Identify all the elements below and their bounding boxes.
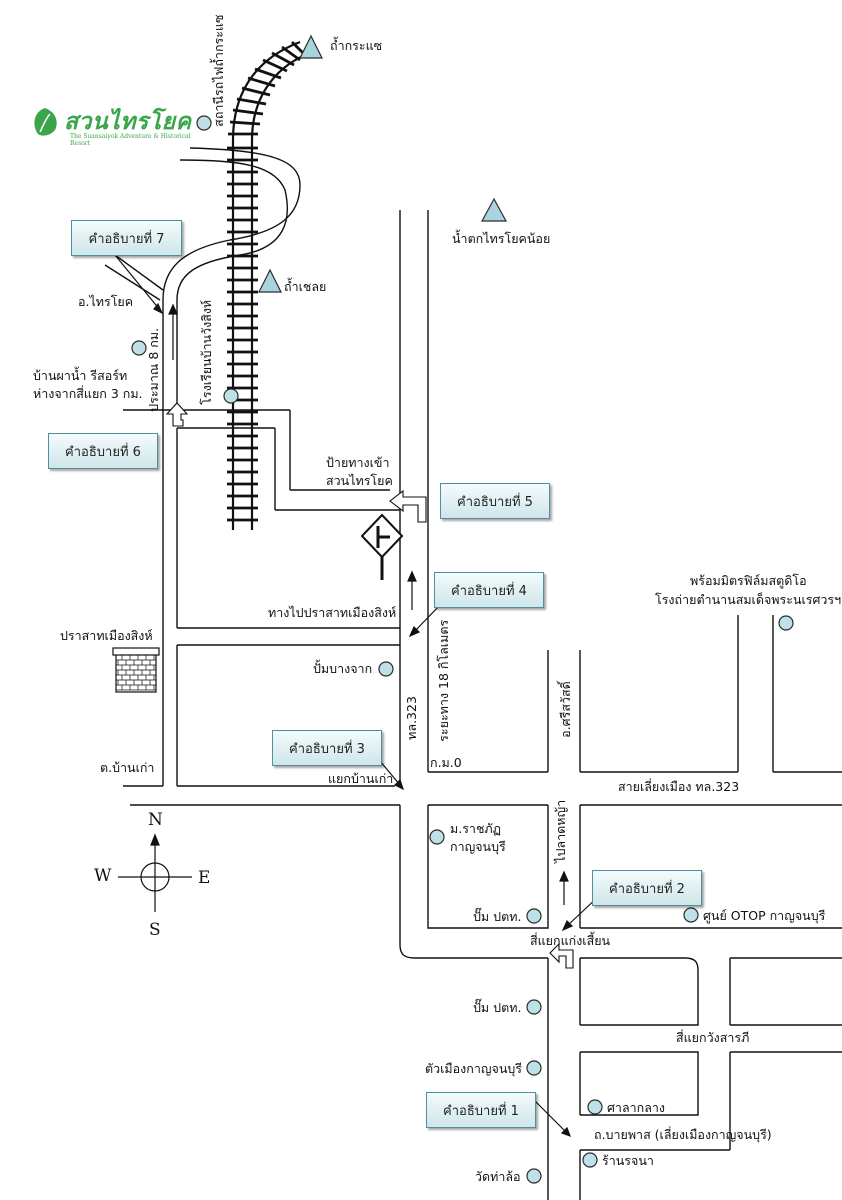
- label-si-sawat: อ.ศรีสวัสดิ์: [558, 681, 574, 738]
- callout-7[interactable]: คำอธิบายที่ 7: [71, 220, 182, 256]
- label-km0: ก.ม.0: [430, 755, 462, 770]
- rajabhat-marker: [429, 829, 445, 845]
- rail-tie: [241, 86, 271, 97]
- label-cave-chaloei: ถ้ำเชลย: [284, 279, 327, 294]
- school-marker: [223, 388, 239, 404]
- city-marker: [526, 1060, 542, 1076]
- label-cave-krasae: ถ้ำกระแซ: [330, 38, 383, 53]
- callout-1[interactable]: คำอธิบายที่ 1: [426, 1092, 536, 1128]
- rail-tie: [247, 76, 276, 88]
- pump-bangjak-marker: [378, 661, 394, 677]
- turn-arrow-6: [165, 402, 189, 427]
- label-resort-line2: ห่างจากสี่แยก 3 กม.: [33, 386, 143, 401]
- callout-6[interactable]: คำอธิบายที่ 6: [48, 433, 158, 469]
- label-station: สถานีรถไฟถ้ำกระแซ: [211, 14, 227, 127]
- label-tambon-ban-kao: ต.บ้านเก่า: [100, 760, 155, 775]
- label-studio-1: พร้อมมิตรฟิล์มสตูดิโอ: [690, 573, 807, 588]
- rail-tie: [254, 67, 282, 80]
- callout-4[interactable]: คำอธิบายที่ 4: [434, 572, 544, 608]
- rail-tie: [271, 51, 295, 67]
- logo-subtitle: The Suansaiyok Adventure & Historical Re…: [70, 133, 191, 147]
- otop-marker: [683, 907, 699, 923]
- label-approx-8km: ประมาณ 8 กม.: [146, 327, 162, 412]
- resort-logo: สวนไทรโยค The Suansaiyok Adventure & His…: [30, 104, 194, 147]
- rail-tie: [236, 97, 267, 106]
- label-city-hall: ศาลากลาง: [607, 1100, 665, 1115]
- cave-chaloei-triangle: [258, 268, 282, 293]
- label-city: ตัวเมืองกาญจนบุรี: [425, 1061, 523, 1076]
- label-studio-2: โรงถ่ายตำนานสมเด็จพระนเรศวรฯ: [655, 592, 842, 607]
- label-resort-line1: บ้านผาน้ำ รีสอร์ท: [33, 368, 128, 383]
- cave-krasae-triangle: [299, 34, 323, 59]
- label-entry-sign-1: ป้ายทางเข้า: [326, 455, 390, 470]
- compass-rose: [118, 833, 192, 912]
- label-ban-kao-junction: แยกบ้านเก่า: [328, 771, 394, 786]
- label-sai-yok-noi: น้ำตกไทรโยคน้อย: [452, 231, 551, 246]
- label-to-prasat: ทางไปปราสาทเมืองสิงห์: [268, 605, 397, 620]
- label-ran-rotchana: ร้านรจนา: [602, 1153, 654, 1168]
- compass-w: W: [94, 866, 112, 886]
- label-wang-sarapi: สี่แยกวังสารภี: [676, 1030, 750, 1045]
- cityhall-marker: [587, 1099, 603, 1115]
- ptt1-marker: [526, 908, 542, 924]
- callout-2[interactable]: คำอธิบายที่ 2: [592, 870, 702, 906]
- label-entry-sign-2: สวนไทรโยค: [326, 473, 393, 488]
- sai-yok-noi-triangle: [480, 197, 508, 222]
- label-bypass-road: ถ.บายพาส (เลี่ยงเมืองกาญจนบุรี): [594, 1127, 772, 1142]
- turn-arrow-5: [389, 489, 427, 523]
- ptt2-marker: [526, 999, 542, 1015]
- compass-n: N: [148, 810, 163, 830]
- label-rajabhat-2: กาญจนบุรี: [450, 839, 506, 854]
- rail-tie: [262, 58, 288, 73]
- label-pump-bangjak: ปั้มบางจาก: [313, 661, 373, 676]
- station-marker: [196, 115, 212, 131]
- wat-marker: [526, 1168, 542, 1184]
- direction-arrows: [114, 254, 601, 1138]
- compass-s: S: [149, 920, 161, 940]
- resort-marker: [131, 340, 147, 356]
- label-school: โรงเรียนบ้านวังสิงห์: [199, 299, 215, 405]
- logo-text: สวนไทรโยค: [64, 108, 192, 135]
- label-ptt-1: ปั๊ม ปตท.: [473, 909, 522, 924]
- callout-3[interactable]: คำอธิบายที่ 3: [272, 730, 382, 766]
- label-distance-18km: ระยะทาง 18 กิโลเมตร: [436, 619, 452, 742]
- label-rajabhat-1: ม.ราชภัฏ: [450, 821, 502, 836]
- label-wat-tha-lo: วัดท่าล้อ: [475, 1169, 521, 1184]
- studio-marker: [778, 615, 794, 631]
- rail-tie: [229, 120, 261, 126]
- callout-5[interactable]: คำอธิบายที่ 5: [440, 483, 550, 519]
- label-prasat: ปราสาทเมืองสิงห์: [60, 628, 153, 643]
- rail-tie: [232, 108, 264, 116]
- label-ptt-2: ปั๊ม ปตท.: [473, 1000, 522, 1015]
- rail-tie: [281, 45, 301, 62]
- road-network: [104, 147, 842, 1200]
- label-sai-yok-district: อ.ไทรโยค: [78, 294, 134, 309]
- label-route-323: ทล.323: [404, 696, 420, 740]
- label-otop: ศูนย์ OTOP กาญจนบุรี: [703, 908, 826, 923]
- compass-e: E: [198, 868, 211, 888]
- junction-sign: [360, 513, 404, 580]
- rotchana-marker: [582, 1152, 598, 1168]
- label-kaeng-sian: สี่แยกแก่งเสี้ยน: [530, 933, 611, 948]
- label-to-lat-ya: ไปลาดหญ้า: [553, 799, 569, 863]
- label-bypass-323: สายเลี่ยงเมือง ทล.323: [618, 779, 740, 794]
- railway: [227, 40, 307, 530]
- turn-arrow-kaeng: [549, 942, 574, 969]
- leaf-logo-icon: [34, 108, 57, 136]
- prasat-brick-icon: [112, 647, 160, 693]
